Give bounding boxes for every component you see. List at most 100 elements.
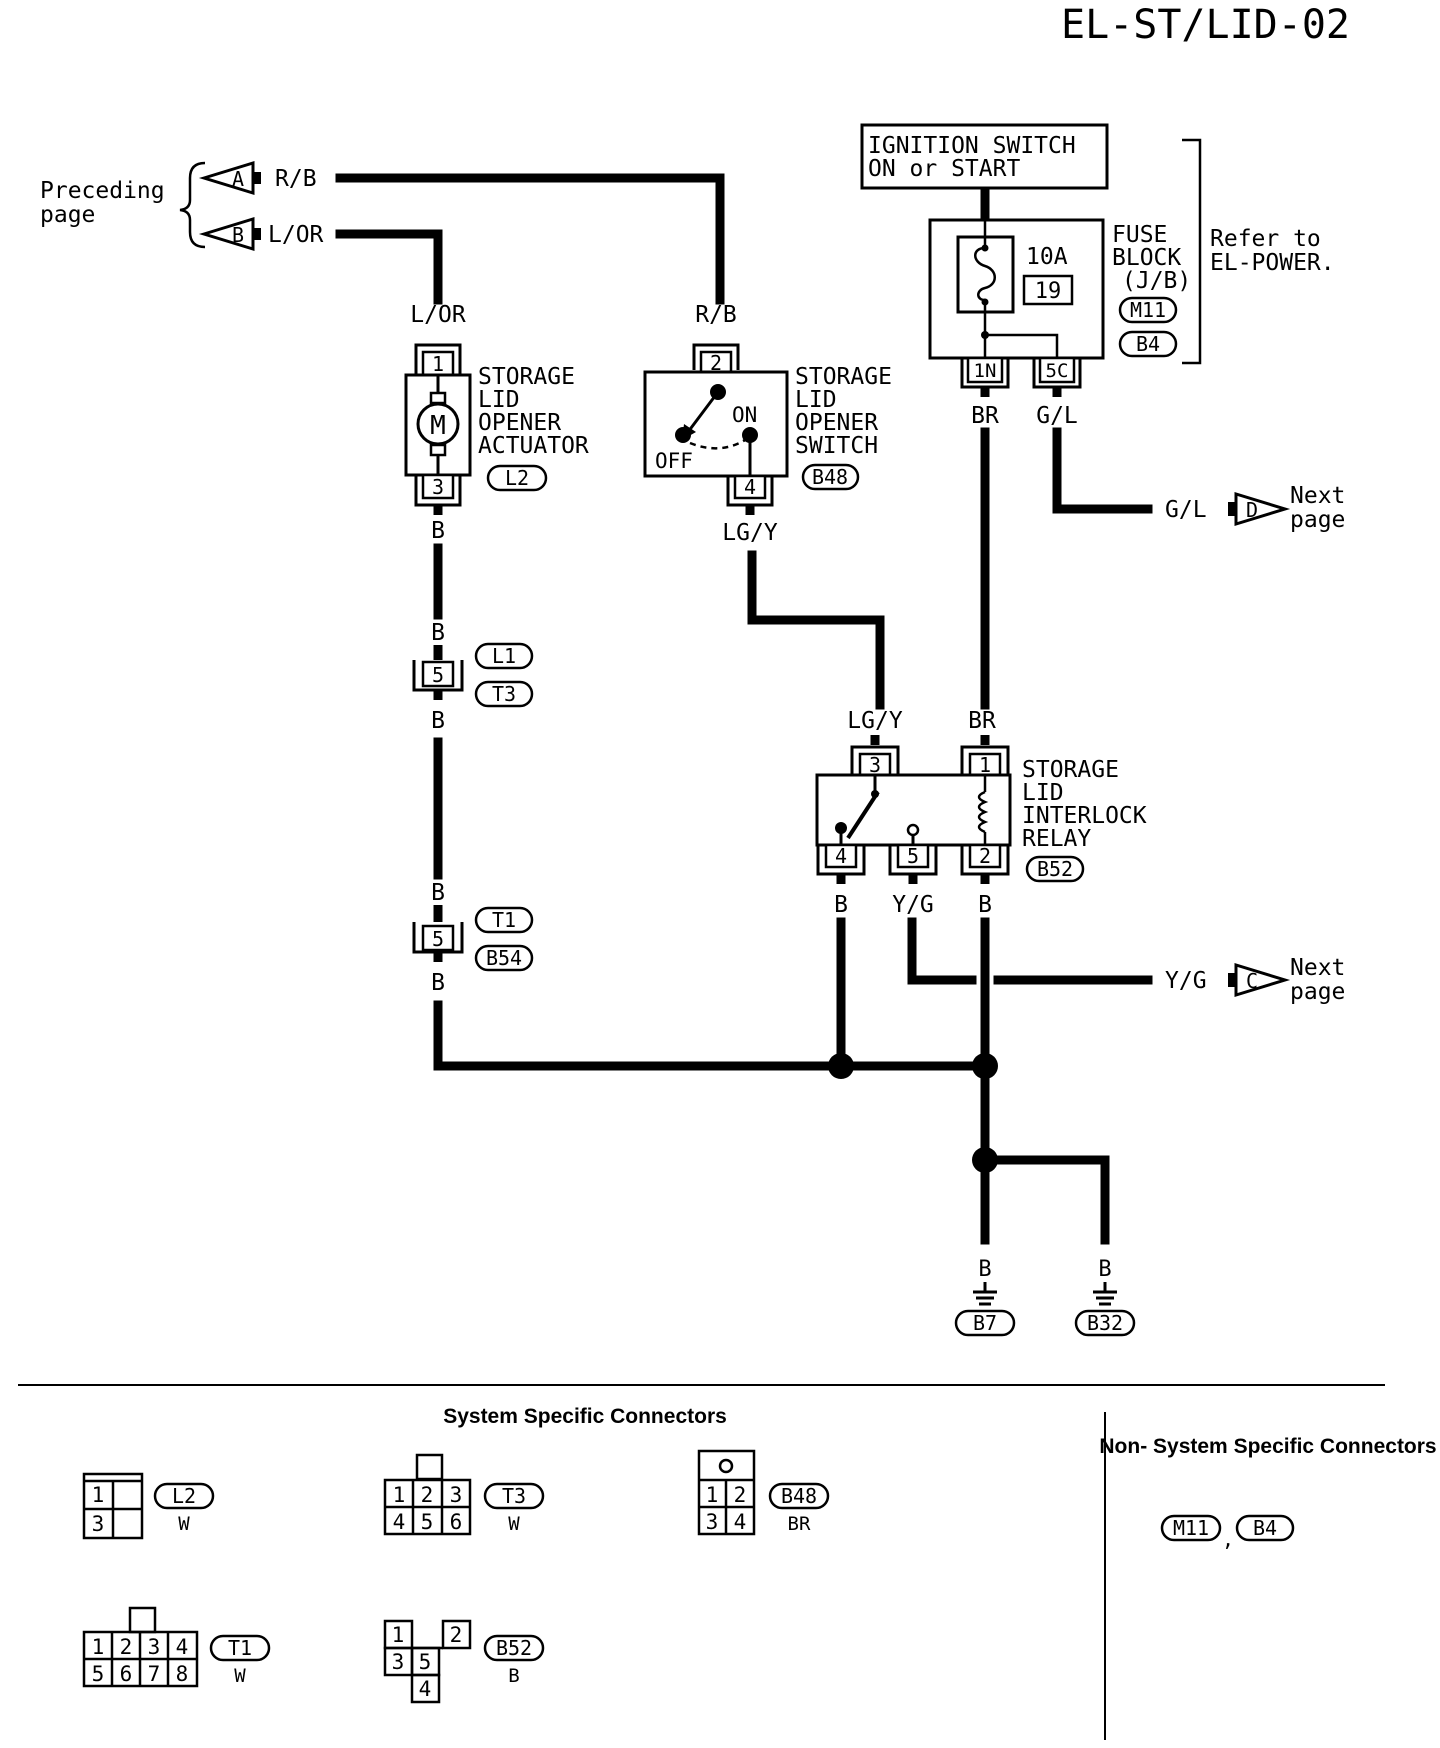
joint1-conn1-oval	[474, 642, 534, 670]
joint1-conn2: T3	[492, 682, 516, 706]
next-c-line: Next	[1290, 955, 1345, 981]
joint2-pin: 5	[432, 927, 444, 951]
motor-brush	[429, 443, 447, 457]
b52-color: B	[508, 1665, 519, 1687]
wire-g-l	[1052, 427, 1153, 514]
relay-pin3-bracket	[850, 745, 900, 775]
actuator-name-line: LID	[478, 387, 520, 413]
relay-wire-in1: BR	[968, 708, 996, 734]
fuse-label-line: FUSE	[1112, 222, 1167, 248]
system-connectors-title: System Specific Connectors	[443, 1405, 727, 1428]
next-d-line: page	[1290, 507, 1345, 533]
wire-lg-y	[747, 550, 885, 710]
actuator-name-line: OPENER	[478, 410, 561, 436]
t1-pin: 4	[176, 1635, 189, 1659]
fuse-conn1-oval	[1118, 296, 1178, 324]
fuse-block-box	[928, 218, 1105, 360]
t3-pin: 3	[450, 1483, 463, 1507]
motor-letter: M	[430, 411, 446, 441]
relay-coil-icon	[977, 790, 989, 834]
switch-name: STORAGE LID OPENER SWITCH	[795, 364, 906, 459]
relay-open-contact	[906, 823, 920, 837]
wire-a-label: R/B	[275, 166, 317, 192]
relay-name: STORAGE LID INTERLOCK RELAY	[1022, 757, 1160, 852]
fuse-term2-box	[1038, 356, 1076, 384]
b48-key	[718, 1458, 734, 1474]
b52-pin: 2	[450, 1623, 463, 1647]
wire-ground-bus	[433, 1000, 990, 1071]
joint1-pin: 5	[432, 663, 444, 687]
next-page-d: G/L D Next page	[1165, 483, 1359, 533]
non-system-connectors-title: Non- System Specific Connectors	[1099, 1435, 1436, 1458]
non-system-comma: ,	[1222, 1527, 1234, 1551]
fuse-label-line: (J/B)	[1122, 268, 1191, 294]
junction-dot	[972, 1053, 998, 1079]
legend-pins	[82, 1449, 756, 1704]
relay-pin4: 4	[835, 844, 847, 868]
ground-conn: B7	[973, 1311, 997, 1335]
next-d-letter: D	[1246, 498, 1258, 522]
relay-armature	[846, 790, 880, 840]
t1-id: T1	[228, 1636, 252, 1660]
legend-pin-labels: 1 3 1 2 3 4 5 6 1 2 3 4 1 2 3 4 5 6 7 8 …	[92, 1483, 747, 1701]
ground-conn-oval	[954, 1309, 1016, 1337]
joint1-conn2-oval	[474, 680, 534, 708]
joint1-wire-bottom: B	[431, 708, 445, 734]
b48-pin: 3	[706, 1510, 719, 1534]
fuse-branch	[985, 333, 1059, 358]
ground-conn: B32	[1087, 1311, 1123, 1335]
junction-dot	[972, 1147, 998, 1173]
actuator-wire-bottom: B	[431, 518, 445, 544]
relay-pin2-box	[968, 843, 1002, 869]
wire-l-or	[335, 229, 443, 305]
connector-a-letter: A	[232, 167, 244, 191]
l2-color: W	[178, 1513, 190, 1535]
next-d-line: Next	[1290, 483, 1345, 509]
fuse-conn2: B4	[1136, 332, 1160, 356]
t1-pin: 7	[148, 1662, 161, 1686]
switch-name-line: SWITCH	[795, 433, 878, 459]
b48-pin: 2	[734, 1483, 747, 1507]
actuator-wire-top: L/OR	[410, 302, 466, 328]
fuse-term1-box	[966, 356, 1004, 384]
joint2-wire-bottom: B	[431, 970, 445, 996]
switch-name-line: STORAGE	[795, 364, 892, 390]
b48-pin: 1	[706, 1483, 719, 1507]
connector-a-pin	[253, 172, 261, 184]
fuse-term2: 5C	[1046, 360, 1069, 382]
b4-id-oval	[1235, 1514, 1295, 1542]
l2-id-oval	[153, 1482, 215, 1510]
junctions	[828, 1053, 998, 1173]
ground-b7: B B7	[954, 1257, 1016, 1337]
relay-name-line: RELAY	[1022, 826, 1091, 852]
ground-wire: B	[978, 1257, 991, 1282]
l2-id: L2	[172, 1484, 196, 1508]
t1-color: W	[234, 1665, 246, 1687]
connector-b-arrow	[198, 216, 255, 252]
relay-pin3: 3	[869, 753, 881, 777]
actuator-conn: L2	[505, 466, 529, 490]
fuse-icon	[974, 246, 996, 302]
t1-key	[128, 1606, 157, 1634]
fuse-block-label: FUSE BLOCK (J/B)	[1112, 222, 1195, 294]
b52-pin: 1	[392, 1623, 405, 1647]
storage-lid-opener-actuator: L/OR 1 M 3 B STORAGE LID OPENER ACTUATOR…	[404, 302, 589, 544]
next-d-label: Next page	[1290, 483, 1359, 533]
switch-conn: B48	[812, 465, 848, 489]
storage-lid-interlock-relay: LG/Y BR 3 1 4 5 2 B Y/G	[815, 708, 1160, 918]
switch-pin4-box	[733, 474, 767, 500]
t1-pin: 8	[176, 1662, 189, 1686]
relay-conn-oval	[1025, 855, 1085, 883]
b52-id-oval	[483, 1634, 545, 1662]
relay-pin1: 1	[979, 753, 991, 777]
joint2-wire-top: B	[431, 880, 445, 906]
switch-dashed-link	[689, 438, 746, 450]
fuse-end-dot	[981, 244, 989, 252]
wire-y-g	[907, 917, 977, 985]
b52-cell	[441, 1619, 472, 1650]
fuse-term1: 1N	[974, 360, 997, 382]
t3-pin: 4	[393, 1510, 406, 1534]
next-page-c: Y/G C Next page	[1165, 955, 1345, 1005]
